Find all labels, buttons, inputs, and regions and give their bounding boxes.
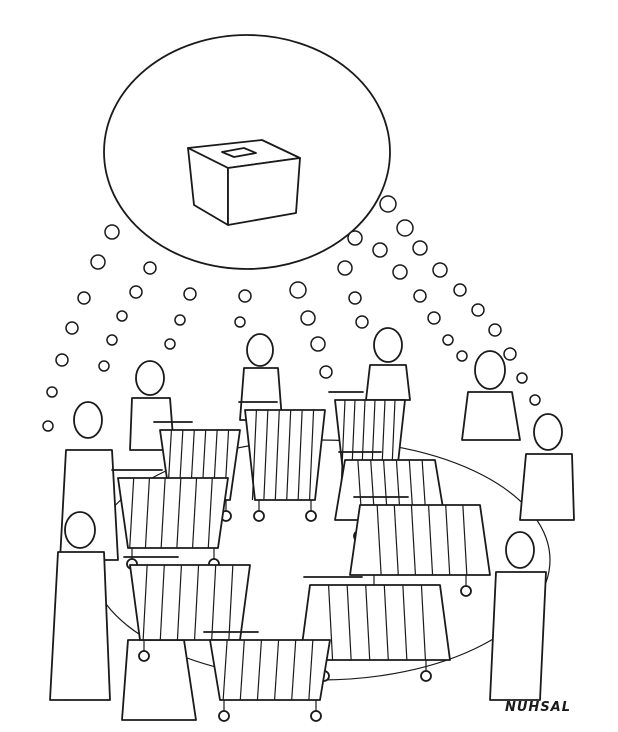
thought-bubble: [106, 334, 118, 346]
shopper-right-front: [489, 531, 547, 701]
thought-bubble: [42, 420, 54, 432]
thought-bubble: [104, 224, 120, 240]
shopper-back-man-cap: [365, 327, 411, 401]
ballot-box-icon: [187, 139, 301, 226]
thought-bubble: [427, 311, 441, 325]
shopper-right-woman: [461, 350, 521, 441]
thought-bubble: [453, 283, 467, 297]
thought-bubble: [503, 347, 517, 361]
thought-bubble: [471, 303, 485, 317]
thought-bubble: [55, 353, 69, 367]
thought-bubble: [174, 314, 186, 326]
shopper-old-man: [239, 333, 283, 421]
shopping-cart: [203, 631, 331, 722]
thought-bubble: [413, 289, 427, 303]
thought-bubble: [516, 372, 528, 384]
artist-signature: NUHSAL: [505, 700, 572, 715]
shopping-cart: [111, 469, 229, 570]
thought-bubble: [143, 261, 157, 275]
thought-bubble: [164, 338, 176, 350]
thought-bubble: [456, 350, 468, 362]
thought-bubble: [65, 321, 79, 335]
thought-bubble: [372, 242, 388, 258]
thought-bubble: [442, 334, 454, 346]
thought-bubble: [238, 289, 252, 303]
thought-bubble: [234, 316, 246, 328]
thought-bubble: [392, 264, 408, 280]
thought-bubble: [77, 291, 91, 305]
shopping-cart: [238, 401, 326, 522]
shopping-cart: [349, 496, 491, 597]
thought-bubbles: [42, 195, 541, 432]
thought-bubble: [319, 365, 333, 379]
thought-bubble: [432, 262, 448, 278]
thought-bubble: [348, 291, 362, 305]
thought-bubble: [529, 394, 541, 406]
shopping-carts: [111, 391, 491, 722]
thought-bubble: [300, 310, 316, 326]
thought-bubble: [396, 219, 414, 237]
thought-bubble: [337, 260, 353, 276]
thought-bubble: [488, 323, 502, 337]
thought-bubble: [90, 254, 106, 270]
thought-bubble: [355, 315, 369, 329]
thought-bubble: [98, 360, 110, 372]
thought-bubble: [379, 195, 397, 213]
thought-bubble: [412, 240, 428, 256]
thought-bubble: [289, 281, 307, 299]
thought-bubble: [310, 336, 326, 352]
thought-bubble: [347, 230, 363, 246]
thought-bubble: [129, 285, 143, 299]
shopper-left-woman: [49, 511, 111, 701]
thought-bubble: [116, 310, 128, 322]
thought-bubble: [46, 386, 58, 398]
shopper-right-man: [519, 413, 575, 521]
thought-bubble: [183, 287, 197, 301]
